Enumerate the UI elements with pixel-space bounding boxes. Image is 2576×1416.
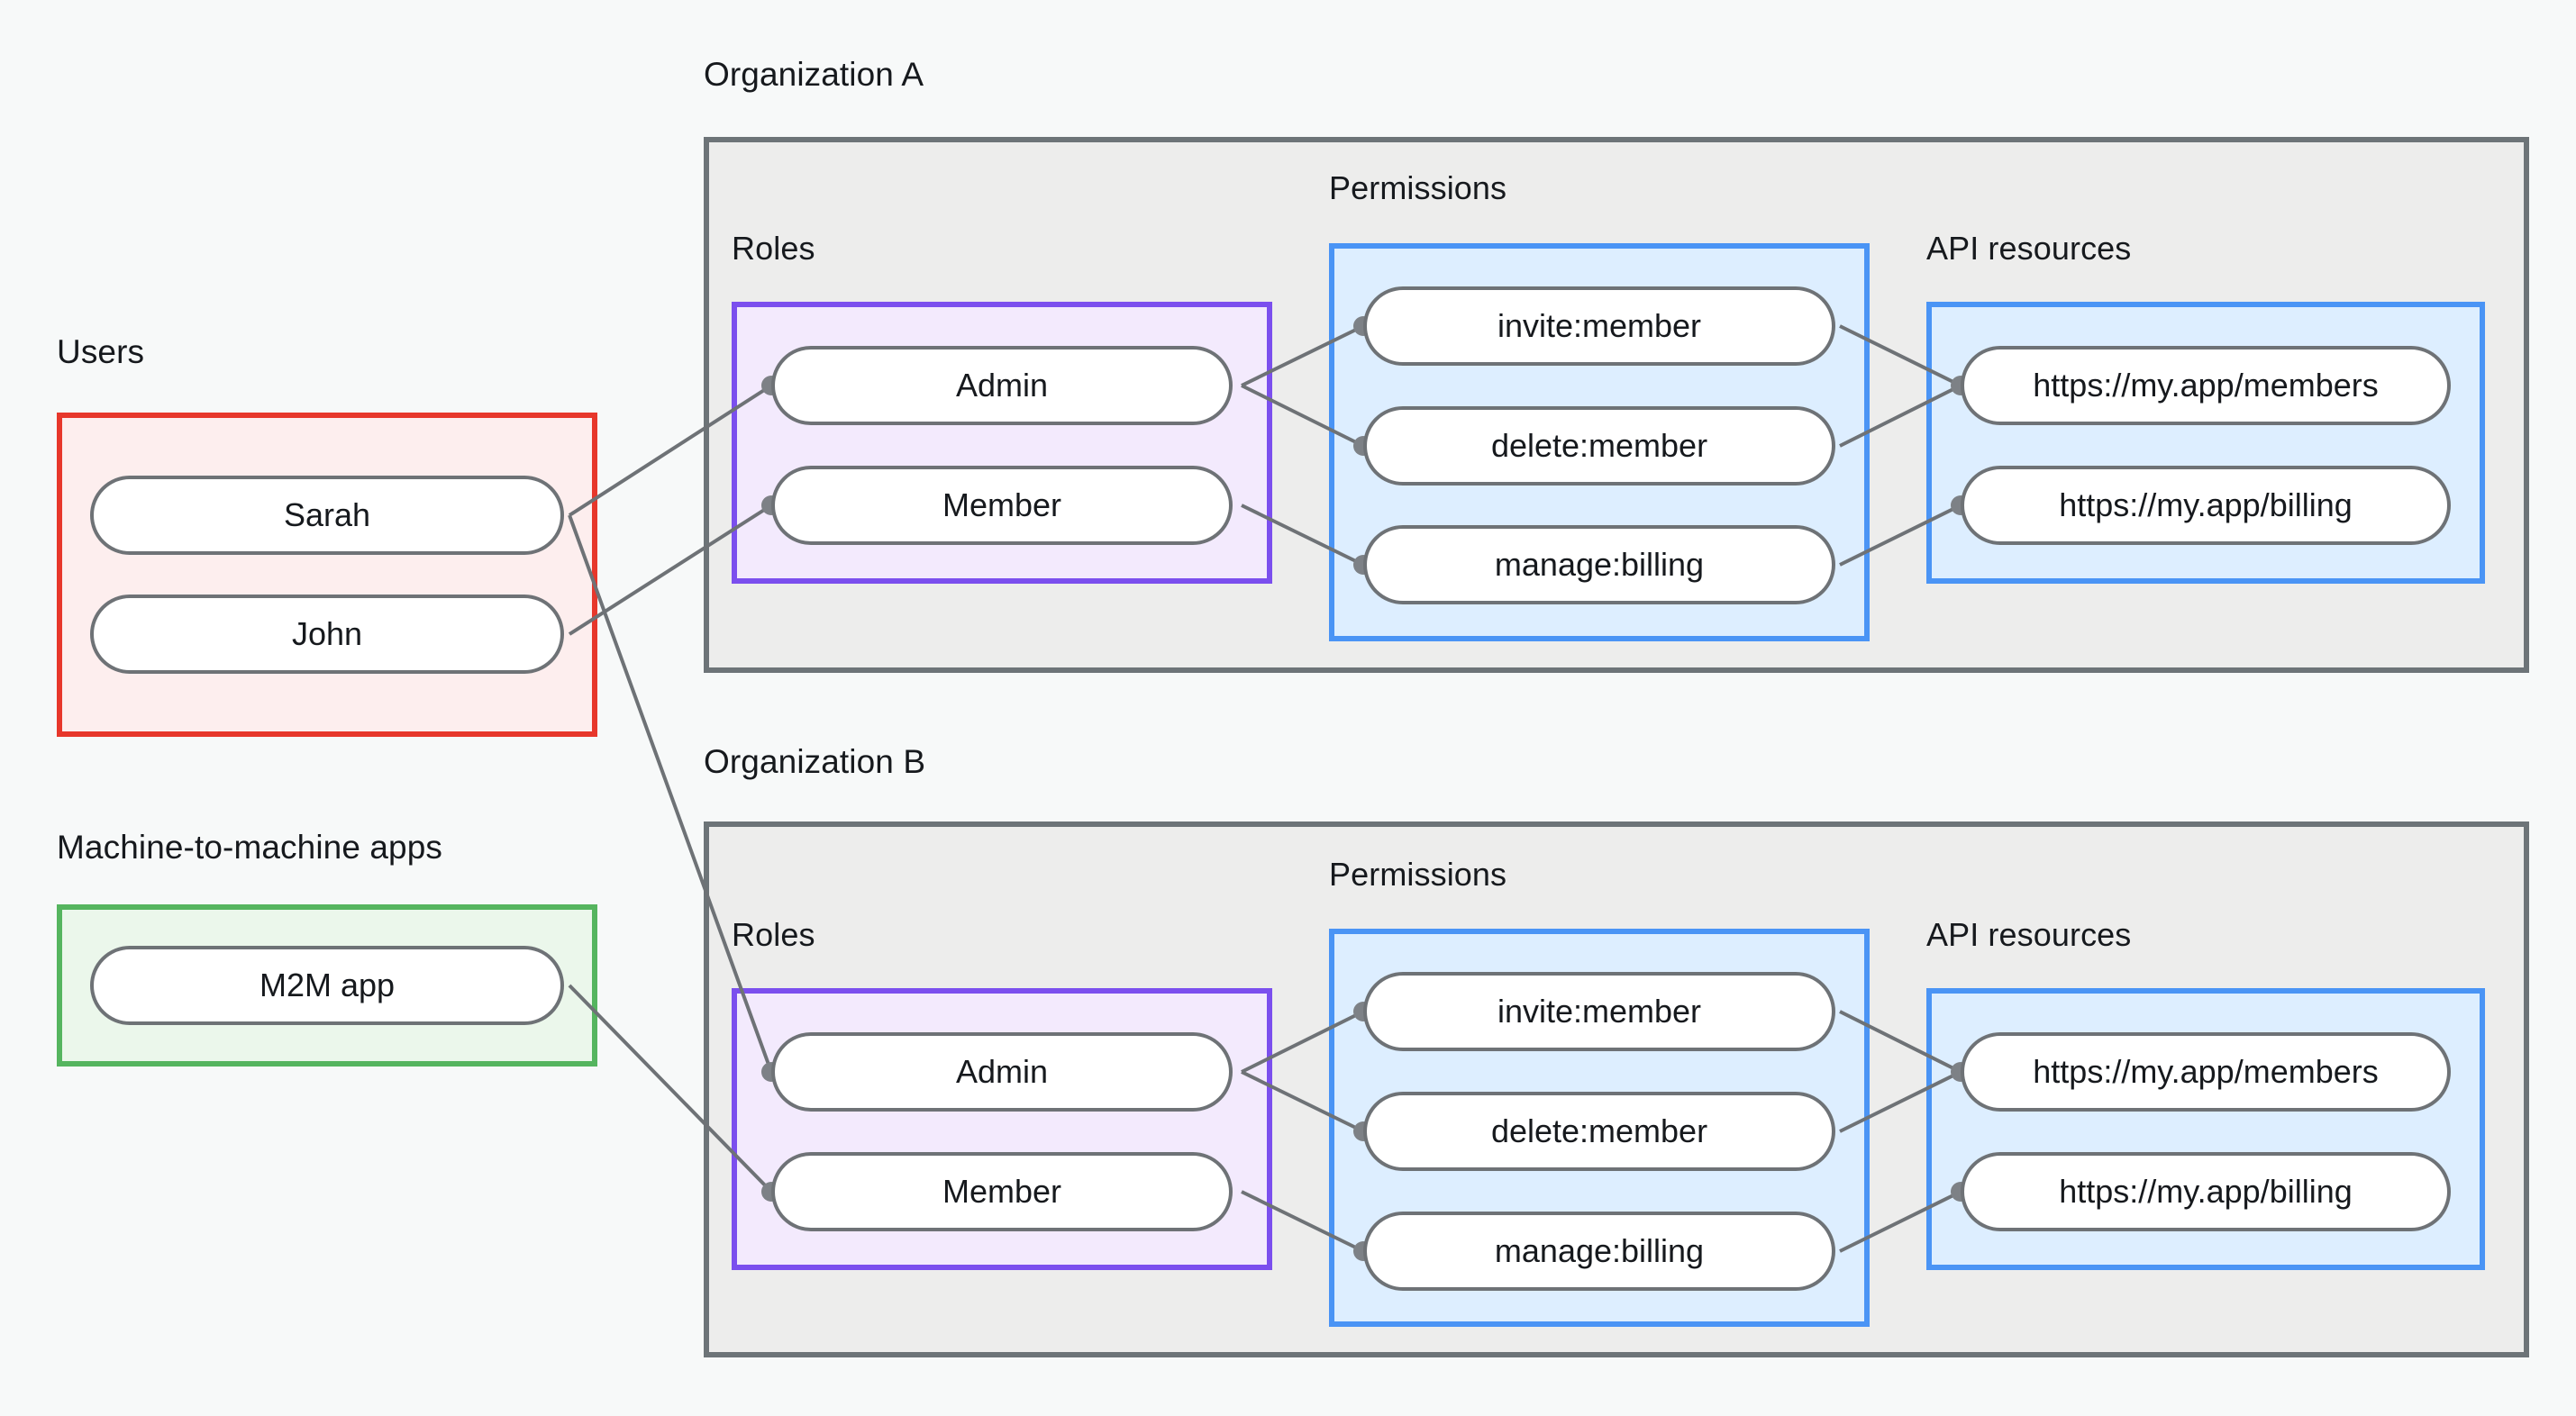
org-a-role-admin[interactable]: Admin [771,346,1233,425]
user-node-sarah[interactable]: Sarah [90,476,564,555]
org-b-role-admin[interactable]: Admin [771,1032,1233,1112]
org-b-roles-title: Roles [732,916,815,953]
org-a-permissions-title: Permissions [1329,169,1507,206]
org-b-permissions-title: Permissions [1329,856,1507,893]
org-b-permission-delete-member[interactable]: delete:member [1363,1092,1835,1171]
m2m-node-app[interactable]: M2M app [90,946,564,1025]
user-node-john[interactable]: John [90,595,564,674]
users-group-title: Users [57,333,145,370]
org-a-permission-manage-billing[interactable]: manage:billing [1363,525,1835,604]
org-a-api-resources-title: API resources [1926,230,2132,267]
org-a-api-resource-billing[interactable]: https://my.app/billing [1961,466,2451,545]
org-a-permission-invite-member[interactable]: invite:member [1363,286,1835,366]
org-b-title: Organization B [704,743,926,780]
org-b-api-resource-members[interactable]: https://my.app/members [1961,1032,2451,1112]
org-b-permission-invite-member[interactable]: invite:member [1363,972,1835,1051]
m2m-group-title: Machine-to-machine apps [57,829,443,866]
org-b-api-resources-title: API resources [1926,916,2132,953]
org-b-api-resource-billing[interactable]: https://my.app/billing [1961,1152,2451,1231]
org-a-title: Organization A [704,56,924,93]
org-a-role-member[interactable]: Member [771,466,1233,545]
org-a-api-resource-members[interactable]: https://my.app/members [1961,346,2451,425]
users-group [57,413,597,737]
org-b-role-member[interactable]: Member [771,1152,1233,1231]
org-b-permission-manage-billing[interactable]: manage:billing [1363,1212,1835,1291]
org-a-roles-title: Roles [732,230,815,267]
org-a-permission-delete-member[interactable]: delete:member [1363,406,1835,486]
